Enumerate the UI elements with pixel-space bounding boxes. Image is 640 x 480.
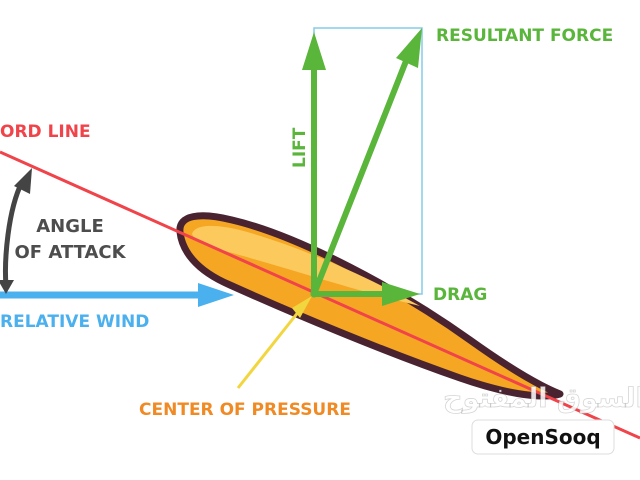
center-of-pressure-arrowhead bbox=[292, 296, 312, 318]
resultant-force-label: RESULTANT FORCE bbox=[436, 26, 613, 46]
watermark-badge bbox=[471, 419, 615, 455]
drag-label: DRAG bbox=[433, 285, 487, 305]
relative-wind-arrowhead bbox=[198, 283, 234, 307]
drag-arrowhead bbox=[382, 282, 420, 306]
center-of-pressure-arrow bbox=[236, 305, 305, 389]
watermark-brand: OpenSooq bbox=[485, 425, 600, 449]
angle-arc-arrowhead-bottom bbox=[0, 280, 14, 294]
center-of-pressure-label: CENTER OF PRESSURE bbox=[139, 400, 351, 420]
airfoil-highlight bbox=[192, 225, 420, 306]
angle-of-attack-label-line2: OF ATTACK bbox=[14, 242, 126, 263]
watermark-arabic: السوق المفتوح bbox=[443, 383, 640, 414]
relative-wind-label: RELATIVE WIND bbox=[0, 312, 149, 332]
resultant-force-arrow bbox=[311, 54, 411, 296]
angle-of-attack-label-line1: ANGLE bbox=[36, 216, 104, 237]
resultant-force-arrowhead bbox=[396, 28, 422, 68]
center-point bbox=[310, 290, 318, 298]
angle-of-attack-arc bbox=[3, 180, 25, 287]
lift-arrowhead bbox=[302, 32, 326, 70]
chord-line-label: ORD LINE bbox=[0, 122, 91, 142]
angle-arc-arrowhead-top bbox=[14, 168, 32, 194]
lift-label: LIFT bbox=[290, 127, 310, 168]
